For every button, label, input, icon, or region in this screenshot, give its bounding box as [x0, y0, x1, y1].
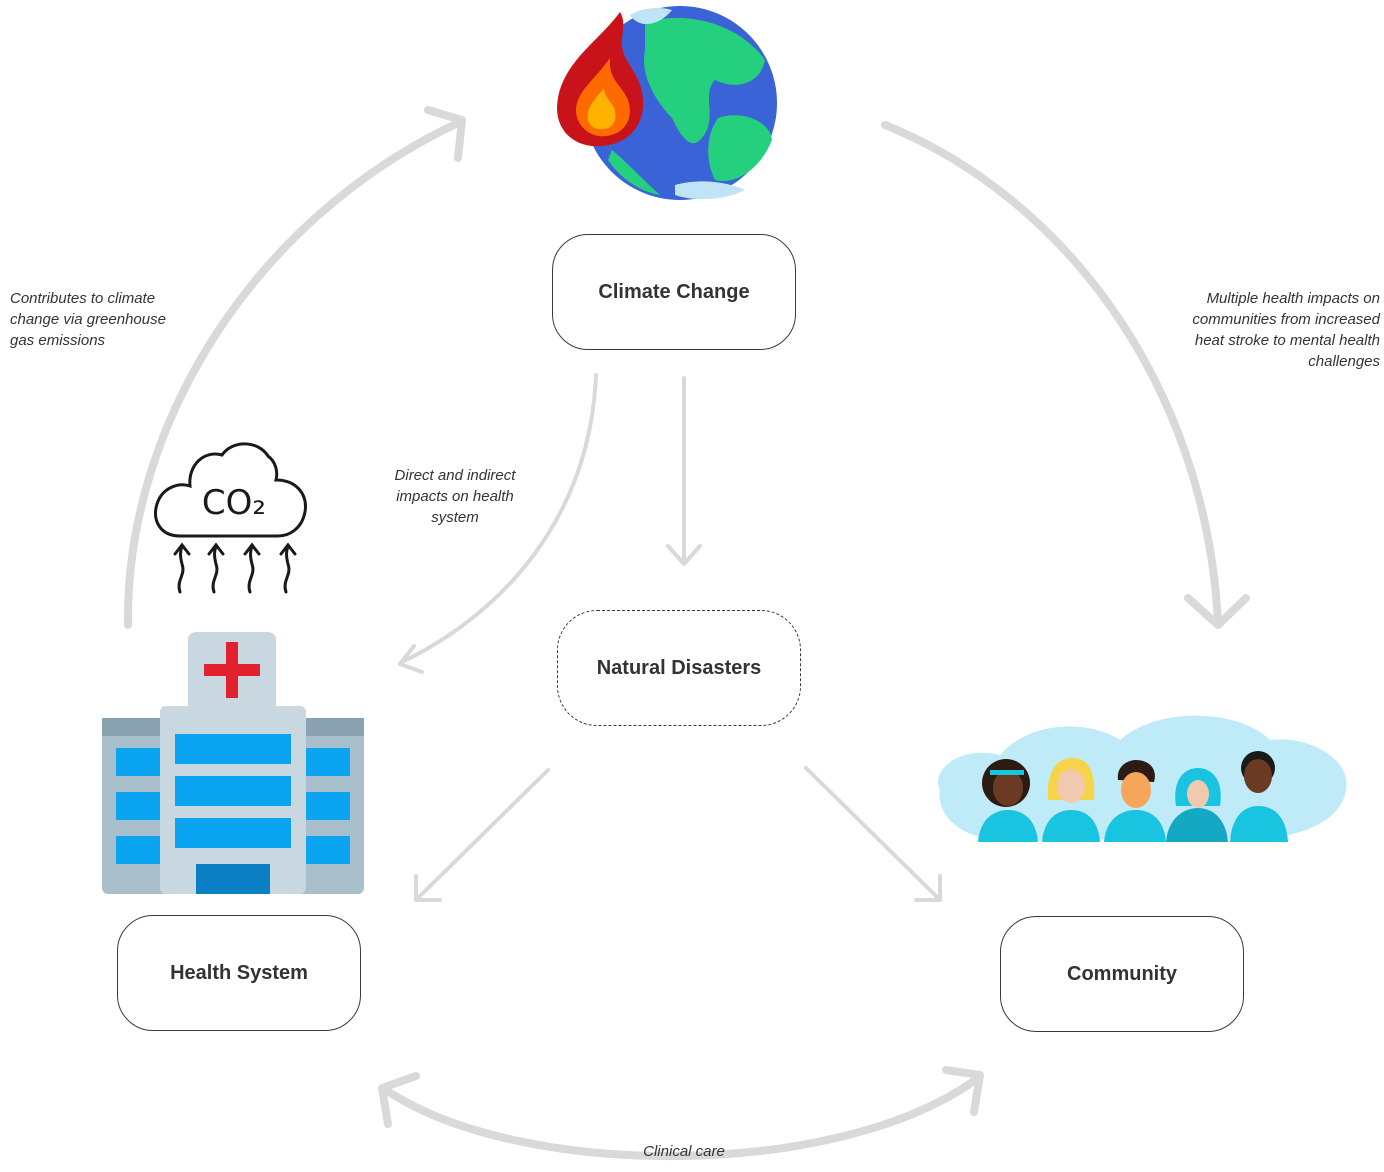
node-community: Community: [1000, 916, 1244, 1032]
annotation-direct-impacts: Direct and indirect impacts on health sy…: [394, 467, 516, 526]
arrow-clinical-care-right-head: [942, 1066, 984, 1116]
node-community-label: Community: [1067, 962, 1177, 985]
annotation-clinical-care: Clinical care: [643, 1143, 725, 1160]
arrow-clinical-care-left-head: [378, 1072, 420, 1128]
arrow-climate-to-health: [400, 373, 598, 664]
arrow-disasters-to-community: [804, 766, 940, 900]
arrow-health-to-climate: [123, 118, 464, 629]
arrow-climate-to-community: [881, 121, 1222, 626]
community-people-icon: [938, 715, 1347, 842]
co2-label: CO₂: [202, 483, 266, 523]
annotation-emissions: Contributes to climate change via greenh…: [10, 290, 166, 349]
arrow-clinical-care: [382, 1074, 982, 1160]
arrow-disasters-to-community-head: [914, 874, 942, 902]
arrow-climate-to-community-head: [1184, 594, 1250, 629]
earth-on-fire-icon: [557, 6, 777, 200]
arrow-climate-to-health-head: [398, 644, 424, 674]
arrow-disasters-to-health-head: [414, 874, 442, 902]
arrow-disasters-to-health: [416, 768, 550, 900]
node-health-system: Health System: [117, 915, 361, 1031]
hospital-icon: [102, 632, 364, 894]
node-climate-change: Climate Change: [552, 234, 796, 350]
node-health-system-label: Health System: [170, 961, 308, 984]
co2-cloud-icon: [154, 442, 307, 594]
node-climate-change-label: Climate Change: [598, 280, 750, 303]
arrow-climate-to-disasters-head: [666, 544, 702, 566]
arrow-health-to-climate-head: [424, 106, 466, 162]
annotation-community-impacts: Multiple health impacts on communities f…: [1192, 290, 1380, 370]
node-natural-disasters-label: Natural Disasters: [596, 656, 762, 679]
node-natural-disasters: Natural Disasters: [557, 610, 801, 726]
